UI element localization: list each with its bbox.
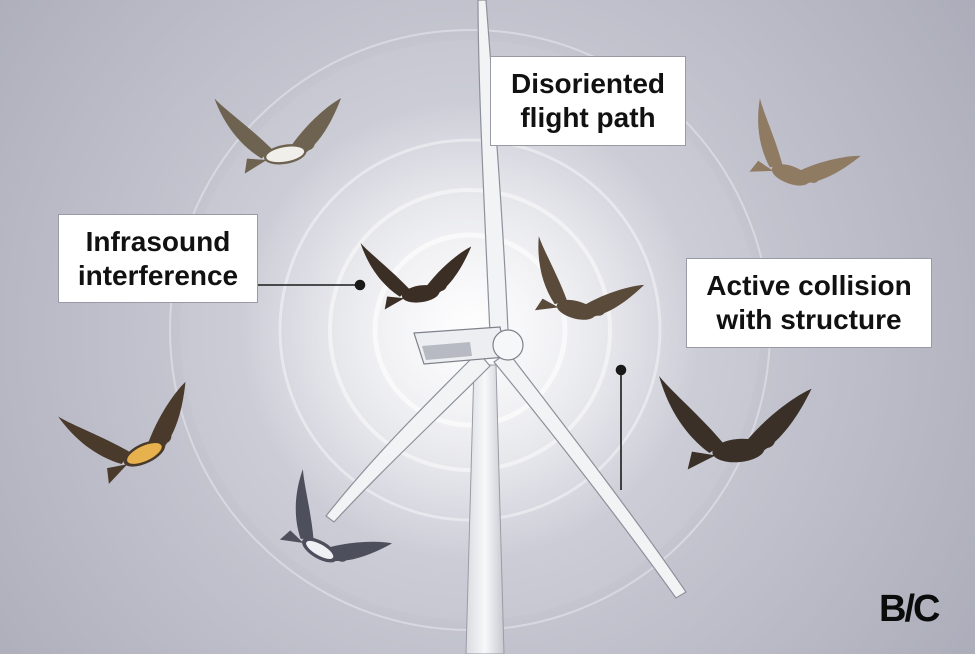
turbine-hub bbox=[493, 330, 523, 360]
label-disoriented-line2: flight path bbox=[503, 101, 673, 135]
label-collision-line1: Active collision bbox=[699, 269, 919, 303]
label-disoriented-line1: Disoriented bbox=[503, 67, 673, 101]
leader-dot-collision bbox=[617, 366, 626, 375]
label-infrasound-line1: Infrasound bbox=[71, 225, 245, 259]
leader-dot-infrasound bbox=[356, 281, 365, 290]
brand-logo: B/C bbox=[879, 588, 938, 631]
label-disoriented-flight-path: Disoriented flight path bbox=[490, 56, 686, 146]
label-infrasound-line2: interference bbox=[71, 259, 245, 293]
label-active-collision: Active collision with structure bbox=[686, 258, 932, 348]
label-collision-line2: with structure bbox=[699, 303, 919, 337]
label-infrasound-interference: Infrasound interference bbox=[58, 214, 258, 303]
